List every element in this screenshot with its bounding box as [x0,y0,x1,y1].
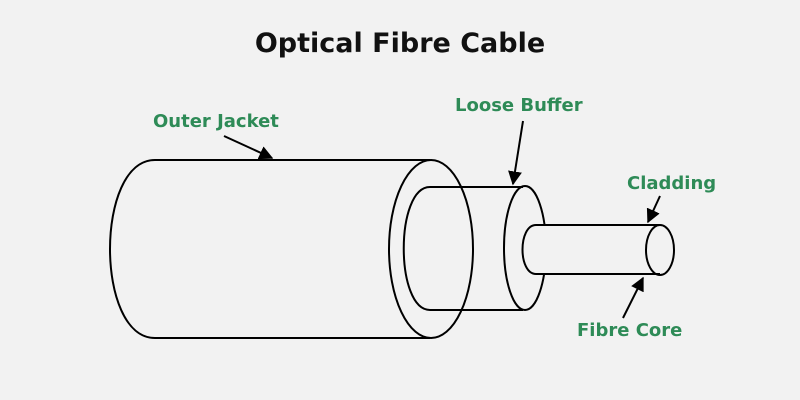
outer-jacket-arrow [223,135,274,160]
cladding-arrow [646,195,661,224]
loose-buffer-edges [430,186,523,311]
cladding [521,224,675,276]
outer-jacket-edges [155,159,430,339]
cladding-edges [536,224,660,275]
loose-buffer-arrow [508,120,524,186]
outer-jacket-back-arc [109,159,156,339]
cladding-back-arc [521,224,537,275]
loose-buffer-back-arc [402,186,431,311]
label-loose-buffer: Loose Buffer [455,95,583,116]
cladding-end-face [645,224,675,276]
outer-jacket-end-face [388,159,474,339]
label-fibre-core: Fibre Core [577,320,683,341]
diagram-title: Optical Fibre Cable [254,28,546,59]
label-outer-jacket: Outer Jacket [153,111,279,132]
outer-jacket [109,159,474,339]
fibre-core-arrow [622,276,644,319]
label-cladding: Cladding [627,173,717,194]
